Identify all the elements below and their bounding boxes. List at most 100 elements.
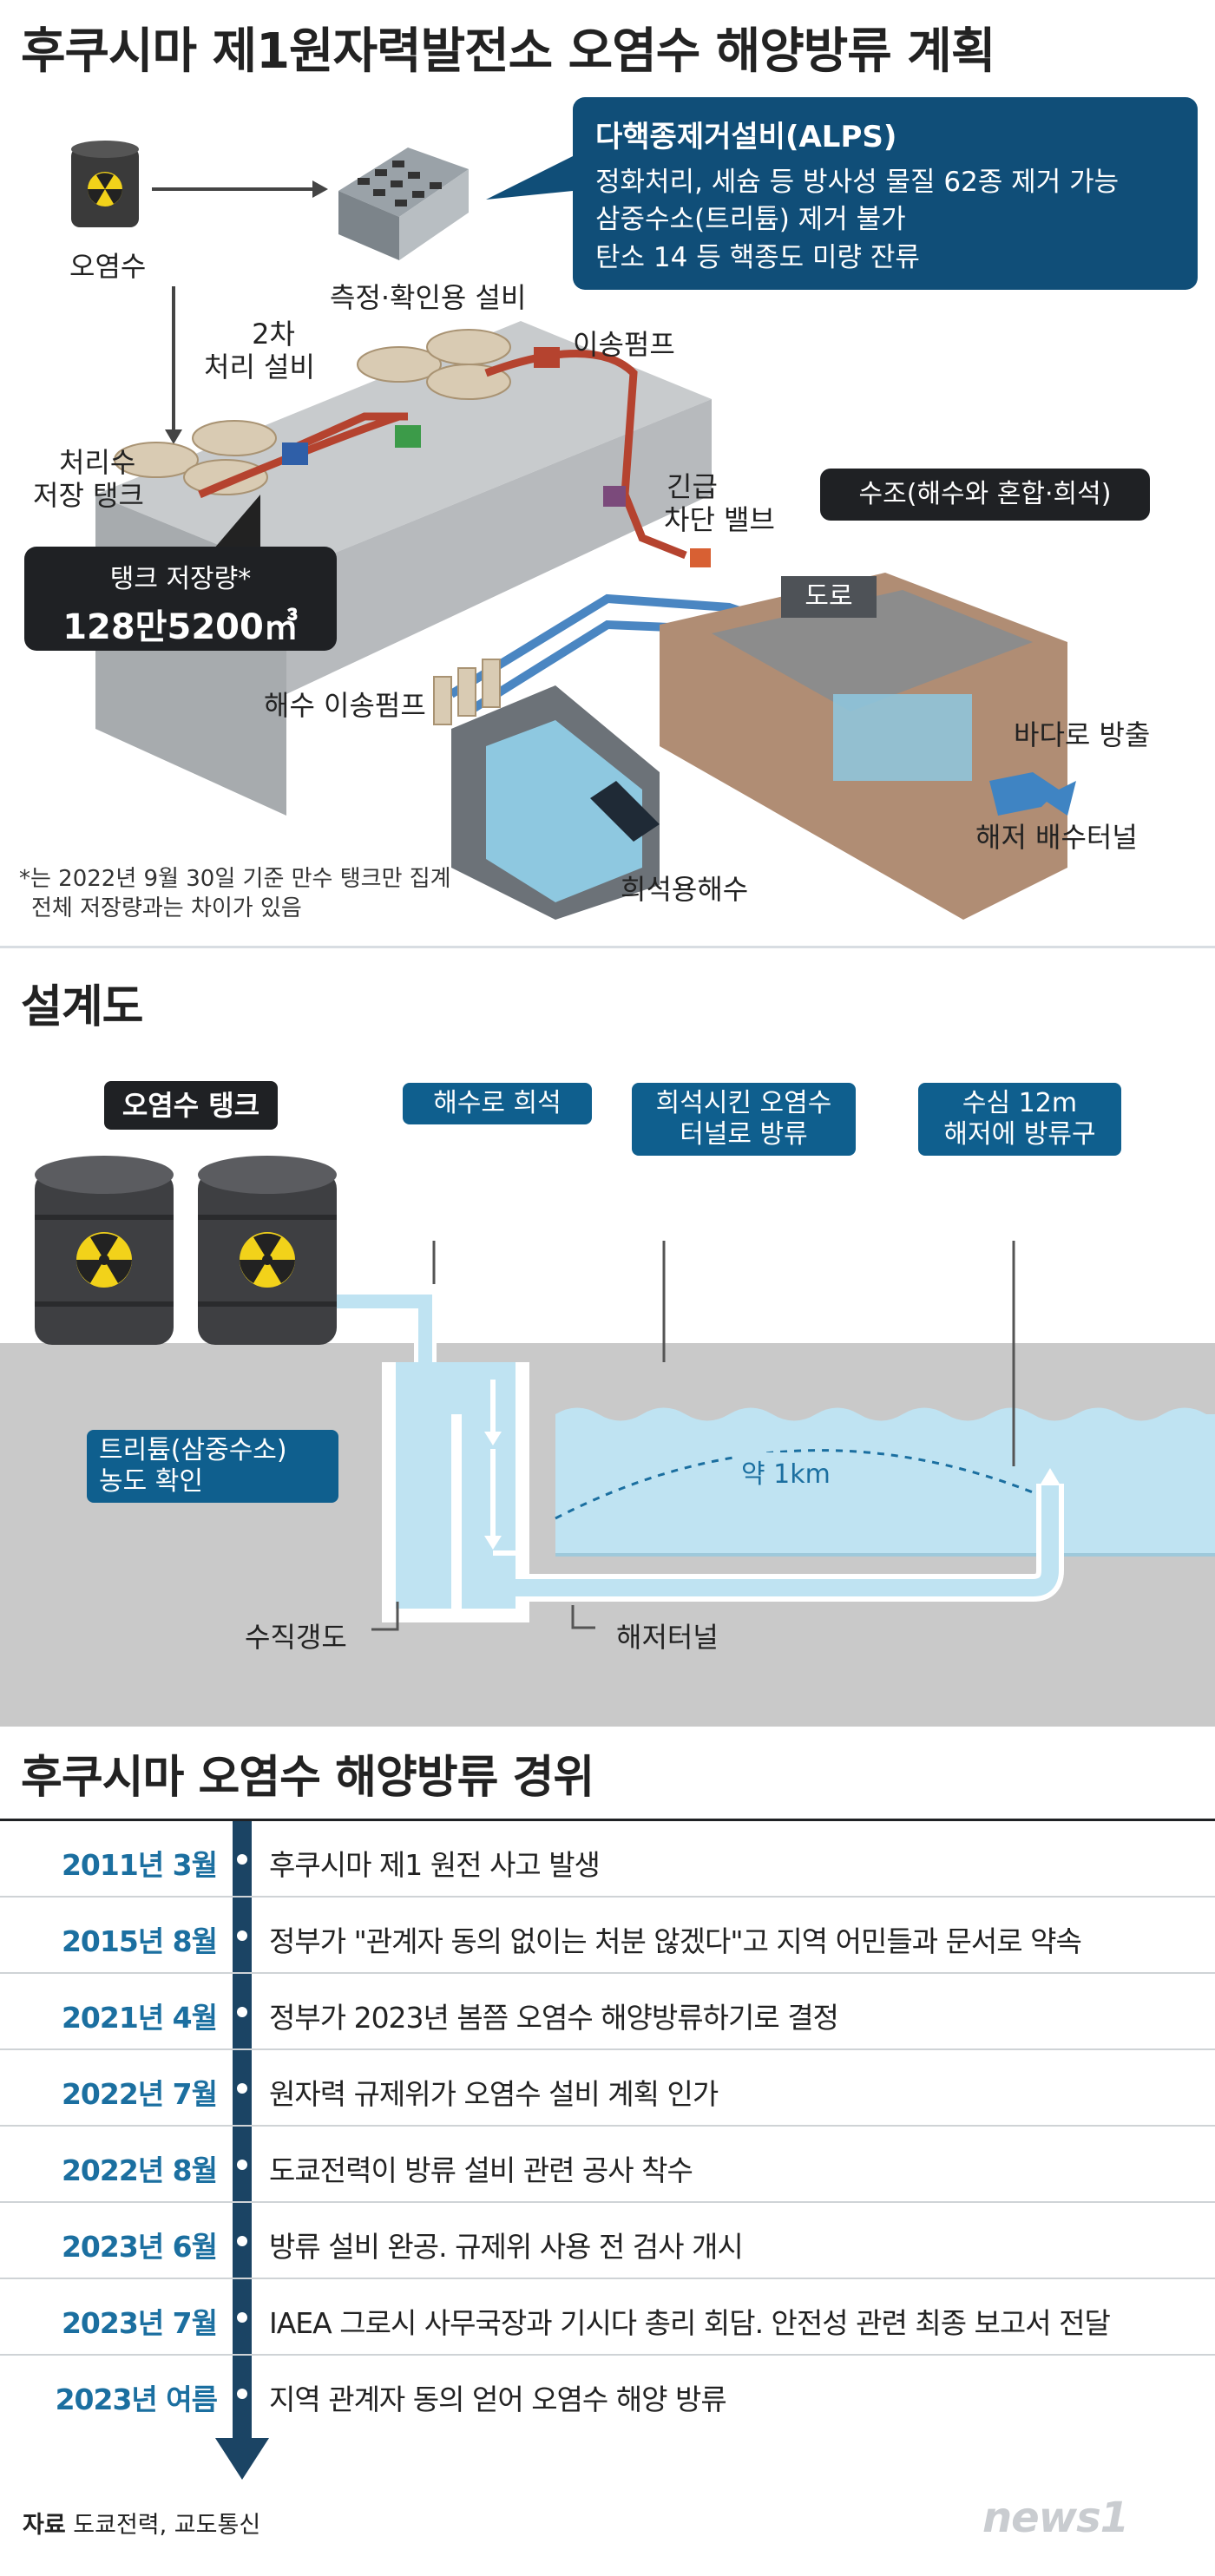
dilute-label: 해수로 희석 — [403, 1083, 592, 1124]
news1-logo: news1 — [982, 2494, 1199, 2551]
timeline-row: 2023년 7월 IAEA 그로시 사무국장과 기시다 총리 회담. 안전성 관… — [0, 2279, 1215, 2356]
timeline-date: 2011년 3월 — [61, 1848, 218, 1882]
plant-illustration — [71, 141, 1076, 920]
footnote-line-2: 전체 저장량과는 차이가 있음 — [31, 895, 302, 921]
contaminated-water-barrel-icon — [71, 141, 139, 227]
tank-storage-value: 128만5200㎥ — [62, 607, 299, 647]
tritium-check-line-2: 농도 확인 — [99, 1466, 203, 1497]
road-label: 도로 — [805, 581, 853, 612]
to-sea-label: 바다로 방출 — [1014, 718, 1151, 751]
timeline-dot — [237, 1854, 247, 1865]
footnote-line-1: *는 2022년 9월 30일 기준 만수 탱크만 집계 — [19, 866, 451, 892]
timeline-row: 2015년 8월 정부가 "관계자 동의 없이는 처분 않겠다"고 지역 어민들… — [0, 1898, 1215, 1974]
design-title: 설계도 — [21, 981, 144, 1033]
distance-label: 약 1km — [736, 1452, 836, 1491]
alps-callout: 다핵종제거설비(ALPS) 정화처리, 세슘 등 방사성 물질 62종 제거 가… — [573, 97, 1198, 290]
seawater-pump-label: 해수 이송펌프 — [264, 689, 426, 722]
timeline-row-divider — [0, 2048, 1215, 2050]
tank-barrel-icon-2 — [198, 1156, 337, 1345]
tunnel-release-line-2: 터널로 방류 — [680, 1119, 808, 1150]
timeline-text: 방류 설비 완공. 규제위 사용 전 검사 개시 — [269, 2230, 744, 2264]
tunnel-release-line-1: 희석시킨 오염수 — [655, 1088, 832, 1118]
timeline-date: 2021년 4월 — [61, 2001, 218, 2035]
alps-building — [338, 147, 469, 260]
news1-logo-text: news1 — [982, 2494, 1129, 2542]
tritium-check-tag: 트리튬(삼중수소) 농도 확인 — [87, 1430, 338, 1503]
timeline-text: 정부가 2023년 봄쯤 오염수 해양방류하기로 결정 — [269, 2001, 839, 2035]
timeline-row-divider — [0, 1896, 1215, 1898]
shaft-label: 수직갱도 — [245, 1621, 347, 1654]
tunnel-release-tag: 희석시킨 오염수 터널로 방류 — [632, 1083, 856, 1156]
tank-label-box: 오염수 탱크 — [104, 1081, 278, 1130]
timeline-text: 지역 관계자 동의 얻어 오염수 해양 방류 — [269, 2383, 727, 2416]
contaminated-water-label: 오염수 — [69, 250, 147, 283]
timeline-dot — [237, 2389, 247, 2399]
timeline-date: 2023년 7월 — [61, 2306, 218, 2340]
emergency-valve-label-2: 차단 밸브 — [664, 503, 775, 536]
timeline-text: 후쿠시마 제1 원전 사고 발생 — [269, 1848, 601, 1882]
timeline-title: 후쿠시마 오염수 해양방류 경위 — [21, 1752, 594, 1804]
secondary-treatment-label-1: 2차 — [252, 318, 295, 351]
timeline-row: 2022년 8월 도쿄전력이 방류 설비 관련 공사 착수 — [0, 2127, 1215, 2203]
secondary-treatment-label-2: 처리 설비 — [204, 351, 315, 383]
dilution-seawater-label: 희석용해수 — [621, 873, 749, 906]
timeline-dot — [237, 2312, 247, 2323]
timeline-row-divider — [0, 2278, 1215, 2279]
timeline-row: 2023년 여름 지역 관계자 동의 얻어 오염수 해양 방류 — [0, 2356, 1215, 2432]
tritium-check-line-1: 트리튬(삼중수소) — [99, 1435, 287, 1465]
timeline-text: 도쿄전력이 방류 설비 관련 공사 착수 — [269, 2153, 693, 2187]
timeline-arrow-head — [215, 2438, 269, 2480]
source-text: 도쿄전력, 교도통신 — [73, 2512, 261, 2539]
seabed-tunnel-label: 해저 배수터널 — [975, 821, 1138, 854]
timeline-axis — [233, 1821, 252, 2446]
tank-storage-label: 탱크 저장량* — [109, 564, 252, 594]
timeline-date: 2022년 8월 — [61, 2153, 218, 2187]
outlet-line-2: 해저에 방류구 — [943, 1119, 1096, 1150]
source-label: 자료 — [23, 2512, 66, 2539]
emergency-valve-label-1: 긴급 — [667, 470, 718, 503]
section-divider-1 — [0, 946, 1215, 948]
timeline-dot — [237, 2007, 247, 2017]
timeline-text: 정부가 "관계자 동의 없이는 처분 않겠다"고 지역 어민들과 문서로 약속 — [269, 1924, 1082, 1958]
road-label-box: 도로 — [781, 576, 877, 618]
tank-storage-callout: 탱크 저장량* 128만5200㎥ — [24, 547, 337, 651]
timeline-row-divider — [0, 2125, 1215, 2127]
timeline-row: 2011년 3월 후쿠시마 제1 원전 사고 발생 — [0, 1821, 1215, 1898]
timeline-date: 2023년 여름 — [55, 2383, 218, 2416]
measurement-facility-label: 측정·확인용 설비 — [330, 281, 527, 314]
seabed-tunnel-design-label: 해저터널 — [616, 1621, 719, 1654]
timeline-dot — [237, 2083, 247, 2094]
timeline-dot — [237, 2160, 247, 2170]
outlet-tag: 수심 12m 해저에 방류구 — [918, 1083, 1121, 1156]
treated-storage-label-1: 처리수 — [59, 446, 136, 479]
timeline-date: 2023년 6월 — [61, 2230, 218, 2264]
tank-label: 오염수 탱크 — [122, 1089, 260, 1122]
timeline-row-divider — [0, 2201, 1215, 2203]
treated-storage-label-2: 저장 탱크 — [33, 479, 144, 512]
alps-line-3: 탄소 14 등 핵종도 미량 잔류 — [595, 241, 920, 273]
source-credit: 자료 도쿄전력, 교도통신 — [23, 2506, 260, 2540]
timeline-row-divider — [0, 1972, 1215, 1974]
timeline-date: 2015년 8월 — [61, 1924, 218, 1958]
tank-barrel-icon-1 — [35, 1156, 174, 1345]
alps-line-2: 삼중수소(트리튬) 제거 불가 — [595, 204, 906, 236]
transfer-pump-label: 이송펌프 — [573, 328, 675, 361]
design-diagram — [0, 1156, 1215, 1727]
timeline-row: 2021년 4월 정부가 2023년 봄쯤 오염수 해양방류하기로 결정 — [0, 1974, 1215, 2050]
alps-title: 다핵종제거설비(ALPS) — [595, 120, 897, 154]
timeline-row: 2022년 7월 원자력 규제위가 오염수 설비 계획 인가 — [0, 2050, 1215, 2127]
mixing-tank-callout: 수조(해수와 혼합·희석) — [820, 469, 1150, 521]
timeline-rows: 2011년 3월 후쿠시마 제1 원전 사고 발생 2015년 8월 정부가 "… — [0, 1821, 1215, 2446]
timeline-row: 2023년 6월 방류 설비 완공. 규제위 사용 전 검사 개시 — [0, 2203, 1215, 2279]
timeline-dot — [237, 1930, 247, 1941]
alps-line-1: 정화처리, 세슘 등 방사성 물질 62종 제거 가능 — [595, 167, 1120, 198]
outlet-line-1: 수심 12m — [962, 1088, 1078, 1118]
mixing-tank-label: 수조(해수와 혼합·희석) — [858, 479, 1112, 509]
timeline-text: 원자력 규제위가 오염수 설비 계획 인가 — [269, 2077, 719, 2111]
timeline-date: 2022년 7월 — [61, 2077, 218, 2111]
page-title: 후쿠시마 제1원자력발전소 오염수 해양방류 계획 — [21, 23, 995, 80]
timeline-top-rule — [0, 1819, 1215, 1821]
timeline-text: IAEA 그로시 사무국장과 기시다 총리 회담. 안전성 관련 최종 보고서 … — [269, 2306, 1111, 2340]
timeline-row-divider — [0, 2354, 1215, 2356]
timeline-dot — [237, 2236, 247, 2246]
